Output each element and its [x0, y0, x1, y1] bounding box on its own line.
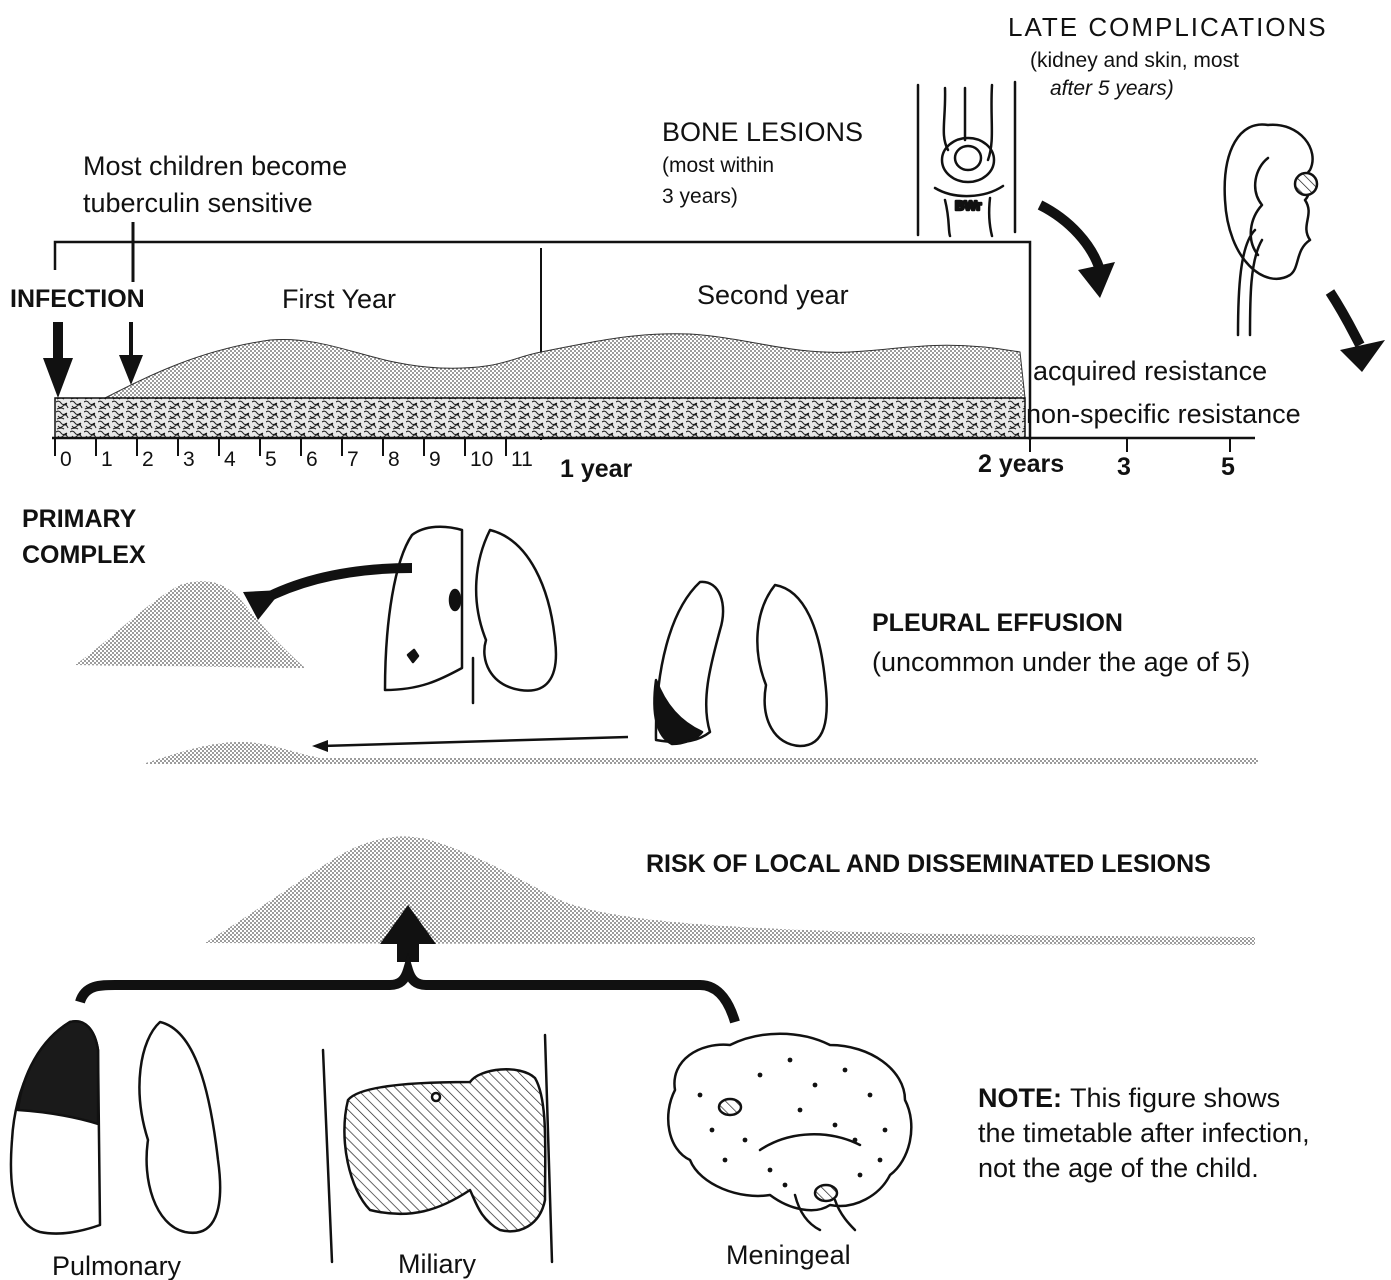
infection-arrow [43, 322, 73, 398]
brain-lesion-dot [858, 1173, 863, 1178]
brain-lesion-dot [868, 1093, 873, 1098]
note-text-1: This figure shows [1070, 1083, 1280, 1113]
primary-complex-line-1: PRIMARY [22, 505, 137, 533]
late-complications-title: LATE COMPLICATIONS [1008, 12, 1328, 42]
brain-lesion-dot [768, 1168, 773, 1173]
month-ticks: 0 1 2 3 4 5 6 7 8 9 10 11 [55, 438, 533, 471]
brain-lesion-dots [698, 1058, 888, 1188]
tuberculin-line-2: tuberculin sensitive [83, 188, 313, 218]
brain-lesion-dot [853, 1138, 858, 1143]
tuberculin-line-1: Most children become [83, 151, 347, 181]
non-specific-resistance-band [55, 398, 1025, 438]
note-line-1: NOTE: This figure shows [978, 1083, 1280, 1113]
pleural-effusion-arrow [312, 737, 628, 752]
acquired-resistance-curve [105, 334, 1025, 398]
month-tick-label: 0 [60, 448, 72, 471]
late-complications-detail-1: (kidney and skin, most [1030, 49, 1239, 72]
brain-lesion-dot [883, 1128, 888, 1133]
month-tick-label: 1 [101, 448, 113, 471]
brain-lesion-dot [743, 1138, 748, 1143]
note-line-2: the timetable after infection, [978, 1118, 1310, 1148]
month-tick-label: 10 [470, 448, 493, 471]
brain-lesion-dot [710, 1128, 715, 1133]
brain-lesion-dot [813, 1083, 818, 1088]
pleural-effusion-mound [143, 742, 1258, 764]
brain-lesion-dot [698, 1093, 703, 1098]
month-tick-label: 7 [347, 448, 359, 471]
pulmonary-label: Pulmonary [52, 1251, 182, 1280]
brain-lesion-dot [843, 1068, 848, 1073]
late-complications-detail-2: after 5 years) [1050, 77, 1174, 100]
brain-lesion-dot [788, 1058, 793, 1063]
svg-text:BWr: BWr [955, 198, 981, 213]
second-year-label: Second year [697, 280, 849, 310]
primary-complex-lungs [385, 527, 556, 703]
meningeal-label: Meningeal [726, 1240, 851, 1270]
miliary-label: Miliary [398, 1249, 476, 1279]
meningeal-brain-illustration [668, 1034, 911, 1230]
acquired-resistance-label: acquired resistance [1033, 356, 1267, 386]
tick-one-year: 1 year [560, 455, 633, 483]
lesion-types-brace [80, 970, 735, 1022]
brain-lesion-dot [783, 1183, 788, 1188]
infection-label: INFECTION [10, 285, 145, 313]
brain-lesion-dot [878, 1158, 883, 1163]
tick-two-years: 2 years [978, 450, 1064, 478]
pleural-effusion-detail: (uncommon under the age of 5) [872, 647, 1250, 677]
month-tick-label: 3 [183, 448, 195, 471]
tick-five: 5 [1221, 453, 1235, 481]
brain-lesion-dot [798, 1108, 803, 1113]
month-tick-label: 8 [388, 448, 400, 471]
month-tick-label: 4 [224, 448, 236, 471]
brain-lesion-dot [758, 1073, 763, 1078]
note-line-3: not the age of the child. [978, 1153, 1259, 1183]
brain-lesion-dot [833, 1123, 838, 1128]
bone-lesions-title: BONE LESIONS [662, 117, 863, 147]
primary-complex-arrow [243, 568, 412, 620]
month-tick-label: 5 [265, 448, 277, 471]
late-complication-arrow [1330, 292, 1385, 372]
bone-lesion-arrow [1040, 205, 1115, 298]
bone-lesions-detail-1: (most within [662, 154, 774, 177]
knee-joint-illustration: BWr [918, 82, 1015, 236]
primary-complex-line-2: COMPLEX [22, 541, 146, 569]
note-label: NOTE: [978, 1083, 1062, 1113]
kidney-illustration [1225, 124, 1317, 335]
pleural-effusion-lungs [654, 582, 826, 746]
month-tick-label: 9 [429, 448, 441, 471]
month-tick-label: 6 [306, 448, 318, 471]
non-specific-resistance-label: non-specific resistance [1026, 399, 1301, 429]
brain-lesion-dot [723, 1158, 728, 1163]
tick-three: 3 [1117, 453, 1131, 481]
miliary-liver-illustration [323, 1035, 552, 1262]
pleural-effusion-title: PLEURAL EFFUSION [872, 609, 1123, 637]
bone-lesions-detail-2: 3 years) [662, 185, 738, 208]
first-year-label: First Year [282, 284, 396, 314]
risk-label: RISK OF LOCAL AND DISSEMINATED LESIONS [646, 850, 1211, 878]
month-tick-label: 11 [511, 448, 533, 471]
pulmonary-lungs-illustration [11, 1021, 220, 1233]
month-tick-label: 2 [142, 448, 154, 471]
